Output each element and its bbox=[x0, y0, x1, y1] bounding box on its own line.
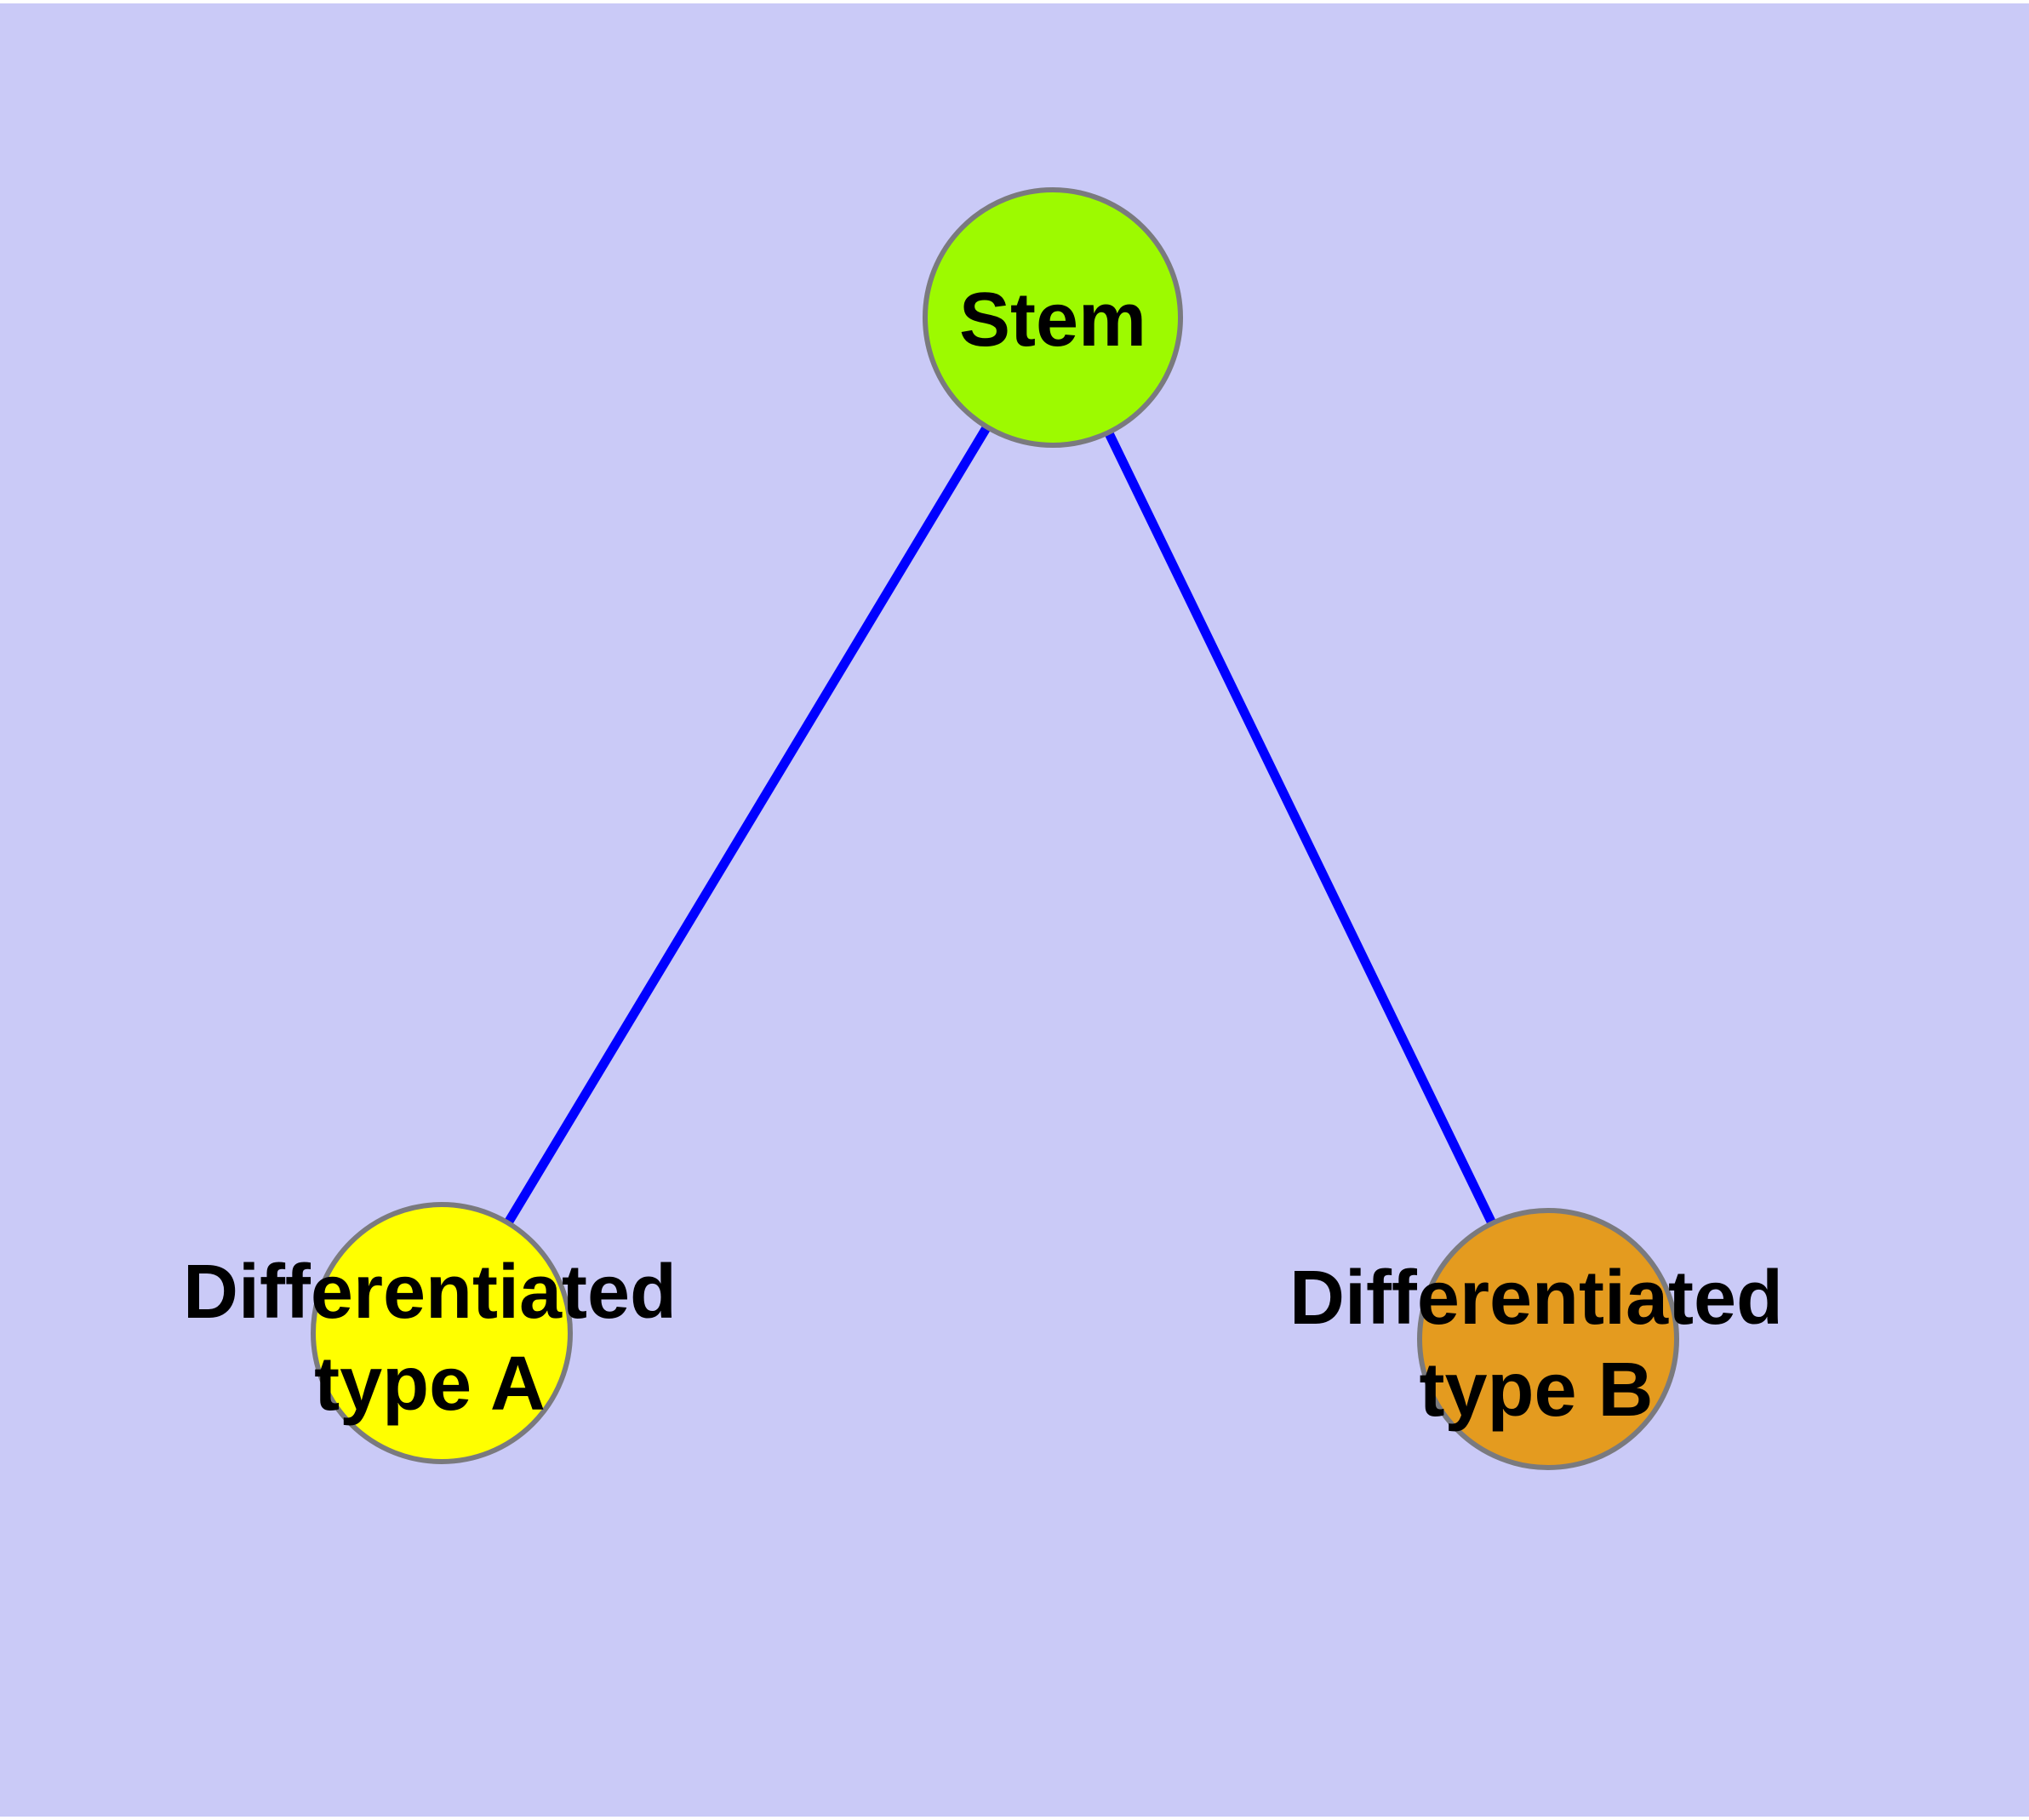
node-differentiated-type-b bbox=[1417, 1208, 1679, 1470]
node-stem bbox=[923, 187, 1183, 448]
edge-stem-to-type-b bbox=[1049, 315, 1552, 1342]
node-differentiated-type-a bbox=[311, 1202, 573, 1464]
edge-stem-to-type-a bbox=[437, 315, 1057, 1336]
node-type-a-label-line1: Differentiated bbox=[183, 1250, 677, 1335]
node-stem-label: Stem bbox=[959, 278, 1146, 363]
node-type-b-label-line1: Differentiated bbox=[1289, 1256, 1783, 1341]
node-type-b-label-line2: type B bbox=[1419, 1348, 1653, 1433]
node-type-a-label-line2: type A bbox=[314, 1342, 546, 1427]
